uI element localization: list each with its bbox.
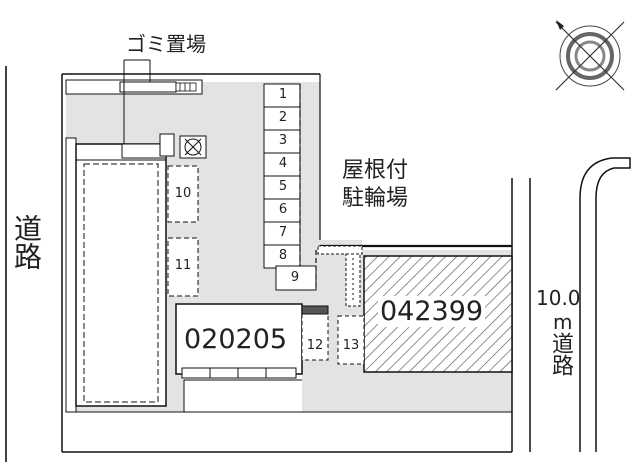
parking-space-10: 10 bbox=[174, 186, 192, 201]
parking-space-6: 6 bbox=[278, 202, 288, 217]
road-width-unit: m bbox=[553, 310, 573, 334]
right-road-curb bbox=[579, 157, 631, 452]
parking-space-11: 11 bbox=[174, 258, 192, 273]
parking-space-9: 9 bbox=[290, 270, 300, 285]
bike-parking-label-line2: 駐輪場 bbox=[342, 186, 409, 211]
building-020205-label: 020205 bbox=[184, 324, 288, 355]
bike-parking-label-line1: 屋根付 bbox=[342, 158, 409, 183]
parking-space-4: 4 bbox=[278, 156, 288, 171]
parking-space-12: 12 bbox=[306, 338, 324, 353]
parking-space-7: 7 bbox=[278, 225, 288, 240]
parking-space-8: 8 bbox=[278, 248, 288, 263]
parking-space-2: 2 bbox=[278, 110, 288, 125]
parking-space-3: 3 bbox=[278, 133, 288, 148]
compass-icon bbox=[555, 20, 625, 91]
right-road-label: 道路 bbox=[548, 332, 573, 376]
left-road-label: 道路 bbox=[10, 214, 43, 270]
parking-space-1: 1 bbox=[278, 87, 288, 102]
parking-space-5: 5 bbox=[278, 179, 288, 194]
road-width-label: 10.0 bbox=[536, 286, 581, 310]
trash-area-label: ゴミ置場 bbox=[126, 32, 206, 56]
building-042399-label: 042399 bbox=[378, 296, 486, 327]
parking-space-13: 13 bbox=[342, 338, 360, 353]
